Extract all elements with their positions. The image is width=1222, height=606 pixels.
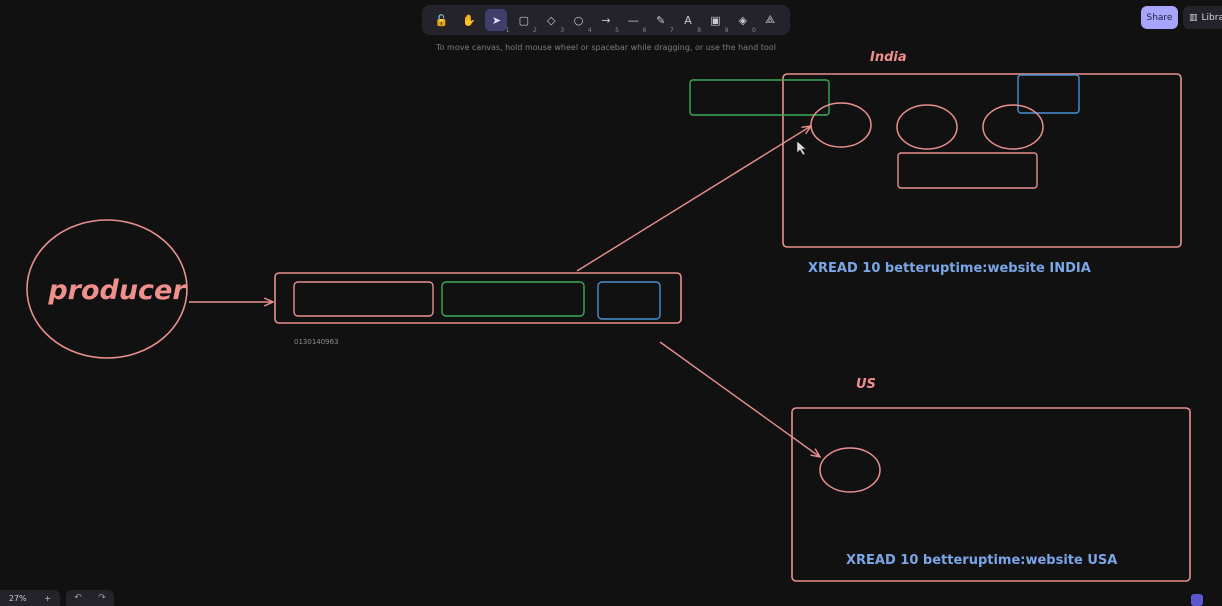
shield-icon: [1191, 594, 1203, 606]
redo-icon[interactable]: ↷: [98, 593, 106, 603]
hand-tool[interactable]: ✋: [458, 9, 480, 31]
india-blue-entry[interactable]: [1017, 74, 1080, 114]
stream-entry-blue[interactable]: [597, 281, 661, 320]
india-consumer-2[interactable]: [896, 104, 958, 150]
lock-tool[interactable]: 🔓: [431, 9, 453, 31]
stream-to-us-arrow[interactable]: [659, 341, 820, 457]
pencil-tool[interactable]: ✎7: [650, 9, 674, 35]
shortcut-key: 9: [724, 27, 729, 34]
producer-label: producer: [47, 275, 187, 306]
rectangle-tool[interactable]: ▢2: [513, 9, 537, 35]
rectangle-icon: ▢: [518, 13, 530, 27]
ellipse-icon: ○: [573, 13, 584, 27]
book-icon: ▥: [1189, 12, 1198, 23]
stream-to-india-arrow[interactable]: [576, 126, 811, 272]
shortcut-key: 7: [669, 27, 674, 34]
shortcut-key: 4: [587, 27, 592, 34]
cursor-icon: ➤: [491, 13, 502, 27]
shortcut-key: 6: [642, 27, 647, 34]
shortcut-key: 0: [751, 27, 756, 34]
share-button[interactable]: Share: [1141, 6, 1178, 29]
stream-id-label: 0130140963: [294, 338, 339, 346]
hand-icon: ✋: [462, 13, 476, 27]
stream-entry-red[interactable]: [293, 281, 434, 317]
image-tool[interactable]: ▣9: [704, 9, 729, 35]
zoom-in-button[interactable]: +: [44, 593, 52, 603]
eraser-tool[interactable]: ◈0: [732, 9, 756, 35]
us-label: US: [856, 377, 876, 392]
mouse-cursor-icon: [796, 140, 807, 156]
zoom-level[interactable]: 27%: [8, 593, 27, 603]
shortcut-key: 8: [697, 27, 702, 34]
eraser-icon: ◈: [738, 13, 748, 27]
ellipse-tool[interactable]: ○4: [568, 9, 592, 35]
library-label: Library: [1201, 12, 1222, 23]
india-green-entry[interactable]: [689, 79, 830, 116]
extra-tools[interactable]: ⟁: [759, 9, 781, 31]
stream-entry-green[interactable]: [441, 281, 585, 317]
shortcut-key: 3: [560, 27, 565, 34]
arrow-tool[interactable]: →5: [595, 9, 619, 35]
shortcut-key: 2: [532, 27, 537, 34]
india-label: India: [870, 50, 907, 65]
india-consumer-3[interactable]: [982, 104, 1044, 150]
zoom-controls: 27% +: [0, 590, 60, 606]
diamond-icon: ◇: [546, 13, 556, 27]
india-xread-command: XREAD 10 betteruptime:website INDIA: [808, 261, 1091, 276]
stream-container[interactable]: [274, 272, 682, 324]
undo-icon[interactable]: ↶: [74, 593, 82, 603]
shapes-icon: ⟁: [765, 13, 776, 26]
shortcut-key: 1: [505, 27, 510, 34]
library-button[interactable]: ▥ Library: [1183, 6, 1222, 29]
india-region[interactable]: [782, 73, 1182, 248]
us-consumer-1[interactable]: [819, 447, 881, 493]
arrow-icon: →: [601, 13, 611, 27]
diamond-tool[interactable]: ◇3: [540, 9, 565, 35]
producer-circle[interactable]: [26, 219, 188, 359]
line-icon: —: [627, 13, 639, 27]
shortcut-key: 5: [615, 27, 619, 34]
canvas-hint: To move canvas, hold mouse wheel or spac…: [436, 43, 776, 52]
undo-redo-controls: ↶ ↷: [66, 590, 114, 606]
lock-icon: 🔓: [434, 13, 449, 27]
text-icon: A: [684, 13, 692, 27]
india-pending-box[interactable]: [897, 152, 1038, 189]
pencil-icon: ✎: [656, 13, 666, 27]
line-tool[interactable]: —6: [622, 9, 647, 35]
selection-tool[interactable]: ➤1: [485, 9, 510, 34]
us-region[interactable]: [791, 407, 1191, 582]
india-consumer-1[interactable]: [810, 102, 872, 148]
us-xread-command: XREAD 10 betteruptime:website USA: [846, 553, 1117, 568]
image-icon: ▣: [710, 13, 721, 27]
